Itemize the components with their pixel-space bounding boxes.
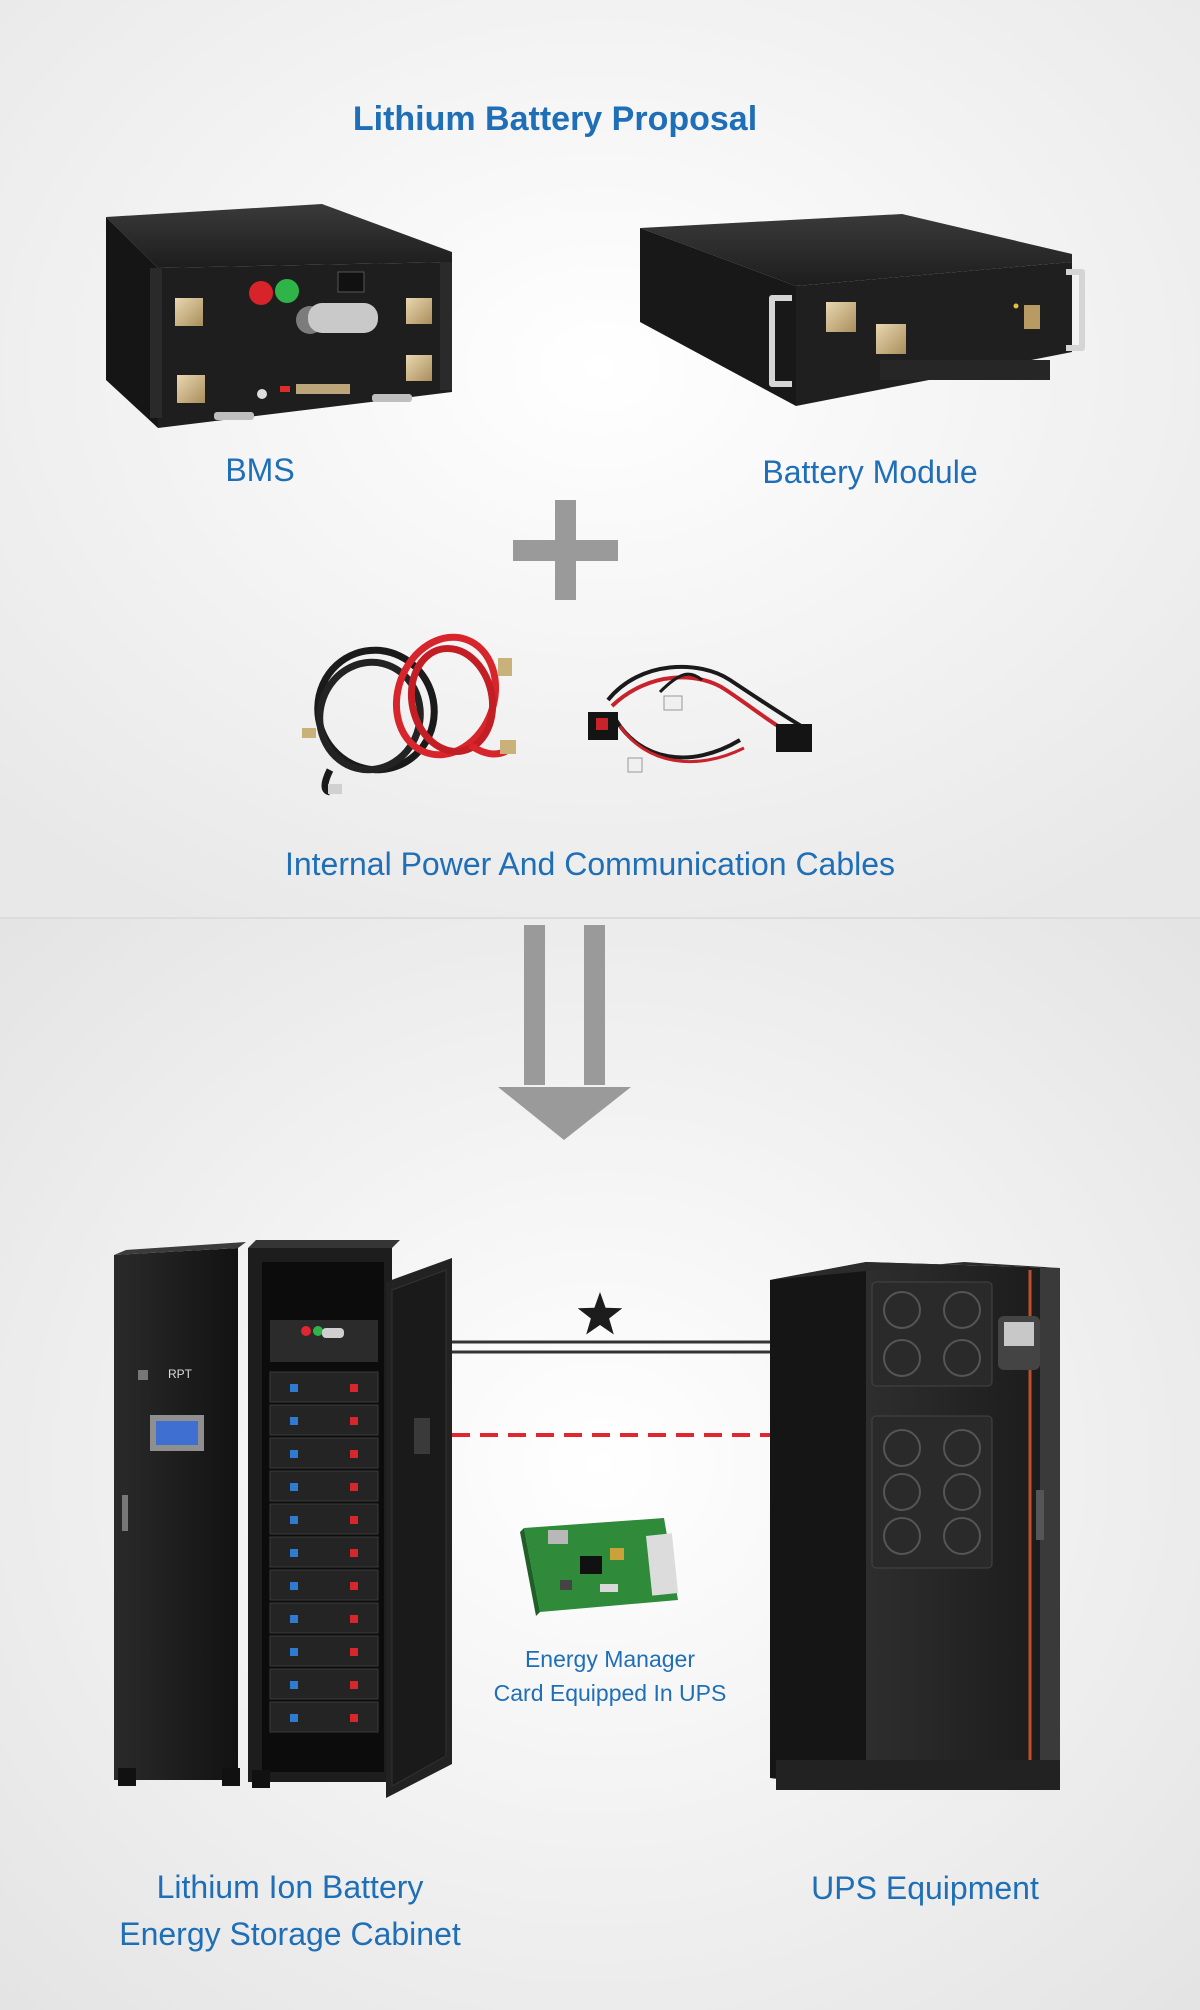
battery-module-label: Battery Module: [762, 454, 978, 490]
top-panel-background: [0, 0, 1200, 918]
page-title: Lithium Battery Proposal: [352, 100, 758, 138]
power-cables-image: [302, 633, 516, 796]
ups-image: [770, 1262, 1060, 1790]
power-connection-lines: [452, 1340, 770, 1354]
cabinet-label: Lithium Ion Battery Energy Storage Cabin…: [80, 1864, 500, 1958]
cabinet-label-line1: Lithium Ion Battery: [156, 1869, 424, 1905]
cabinet-label-line2: Energy Storage Cabinet: [119, 1916, 461, 1952]
double-down-arrow-icon: [498, 925, 631, 1140]
energy-manager-card-label-line1: Energy Manager: [524, 1646, 696, 1672]
bms-label: BMS: [225, 452, 295, 488]
communication-cables-image: [588, 664, 812, 773]
svg-text:RPT: RPT: [168, 1367, 193, 1381]
bms-unit-image: [106, 204, 452, 428]
lithium-cabinet-image: RPT: [114, 1240, 452, 1798]
energy-manager-card-label-line2: Card Equipped In UPS: [493, 1680, 727, 1706]
plus-icon: [513, 500, 618, 600]
cables-label: Internal Power And Communication Cables: [284, 846, 896, 882]
energy-manager-card-label: Energy Manager Card Equipped In UPS: [440, 1642, 780, 1710]
ups-label: UPS Equipment: [811, 1870, 1039, 1906]
energy-manager-card-image: [520, 1518, 679, 1616]
star-icon: [577, 1292, 623, 1335]
battery-module-image: [640, 214, 1085, 406]
